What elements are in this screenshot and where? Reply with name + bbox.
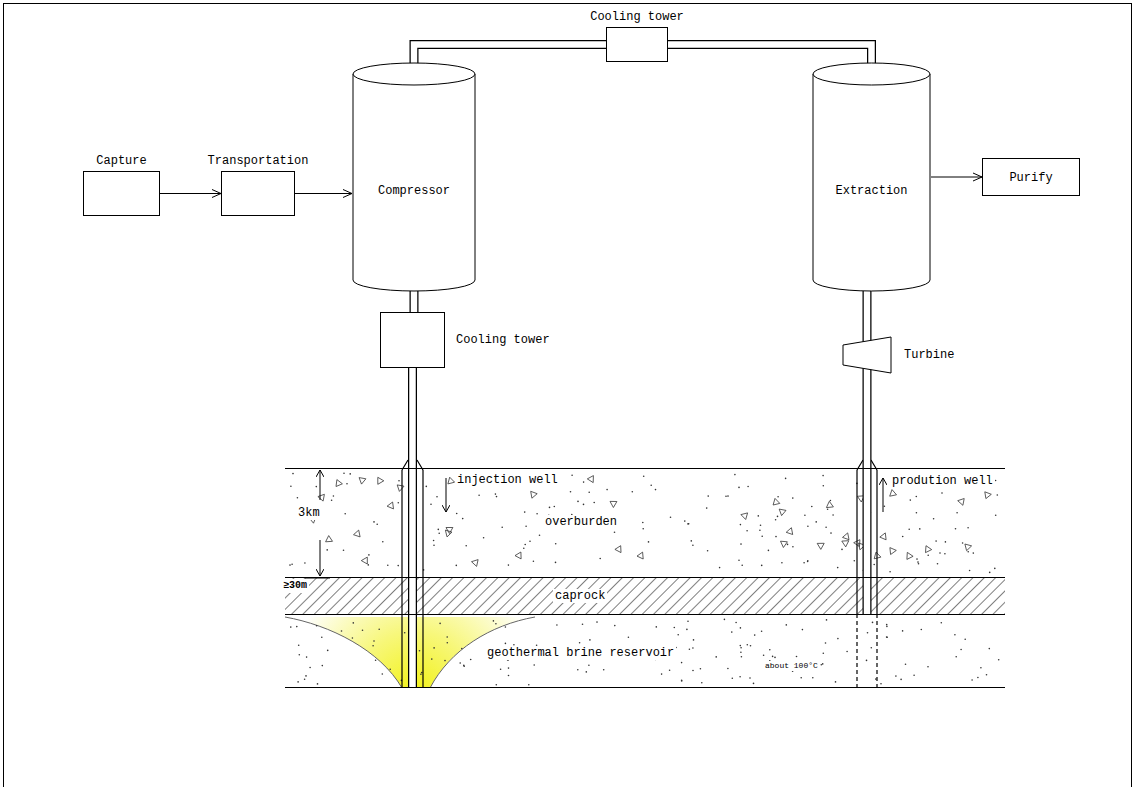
pipe-connector: [412, 368, 413, 688]
caprock-layer: caprock: [285, 577, 1005, 614]
process-box: Transportation: [221, 171, 295, 216]
well-label: injection well: [455, 473, 560, 487]
cylinder-outline: [352, 62, 476, 292]
rock-texture: [289, 472, 999, 685]
process-box: Capture: [83, 171, 160, 216]
cooling-tower-box: Cooling tower: [380, 312, 445, 368]
node-label: Transportation: [208, 154, 309, 168]
node-label: Turbine: [904, 348, 954, 362]
extraction-cylinder: Extraction: [812, 62, 931, 292]
node-label: Cooling tower: [456, 333, 550, 347]
dimension-line: [320, 470, 321, 500]
well-label: prodution well: [890, 474, 995, 488]
layer-label: about 100°C: [763, 661, 820, 671]
dimension-label: 3km: [296, 506, 322, 520]
pipe-connector: [867, 290, 868, 342]
compressor-cylinder: Compressor: [352, 62, 476, 292]
node-label: Compressor: [352, 184, 476, 198]
arrow-connector: [931, 177, 982, 178]
dimension-line: [320, 540, 321, 576]
pipe-connector: [414, 290, 415, 312]
leader-arrow: [883, 478, 884, 512]
node-label: Capture: [96, 154, 146, 168]
node-label: Extraction: [812, 184, 931, 198]
page-frame: [4, 4, 1132, 787]
arrow-connector: [160, 193, 221, 194]
arrow-connector: [295, 193, 352, 194]
turbine-symbol: Turbine: [842, 336, 892, 374]
leader-arrow: [446, 478, 447, 512]
process-box: Purify: [982, 158, 1080, 196]
caprock-hatch: [285, 577, 1005, 614]
node-label: Purify: [983, 171, 1079, 185]
layer-label: caprock: [553, 589, 607, 603]
layer-label: overburden: [543, 515, 619, 529]
dimension-label: ≥30m: [281, 579, 309, 593]
turbine-outline: [842, 336, 892, 374]
cylinder-outline: [812, 62, 931, 292]
reservoir-layer: geothermal brine reservoir about 100°C: [285, 614, 1005, 688]
node-label: Cooling tower: [590, 10, 684, 24]
layer-label: geothermal brine reservoir: [485, 646, 676, 660]
cooling-tower-box: Cooling tower: [606, 27, 668, 62]
